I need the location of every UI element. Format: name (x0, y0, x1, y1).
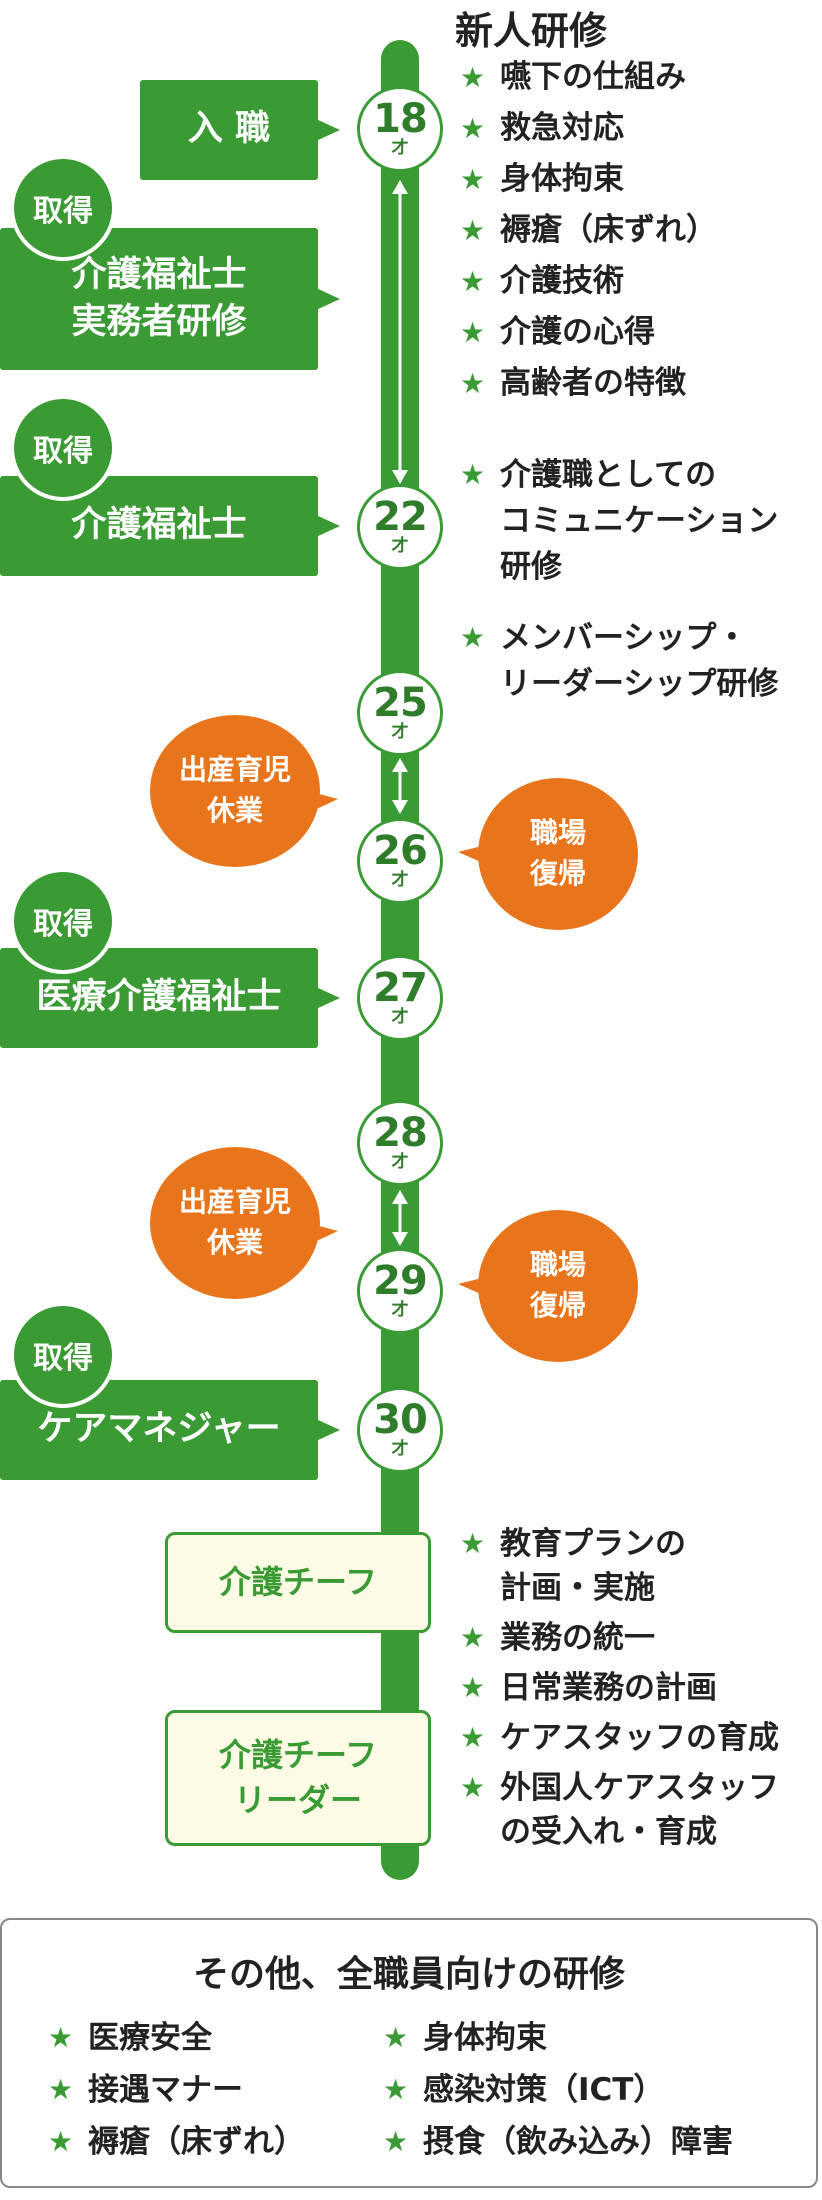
list-item: ★介護技術 (460, 256, 820, 307)
star-icon: ★ (48, 2021, 74, 2054)
return-bubble-1: 職場復帰 (458, 778, 638, 930)
star-icon: ★ (460, 1527, 486, 1560)
list-item: ★介護の心得 (460, 307, 820, 358)
chief-leader-box: 介護チーフリーダー (165, 1710, 431, 1846)
comm-training: ★ 介護職としてのコミュニケーション研修 (460, 452, 820, 590)
star-icon: ★ (383, 2021, 409, 2054)
star-icon: ★ (460, 214, 486, 247)
star-icon: ★ (460, 163, 486, 196)
badge-shutoku-3: 取得 (10, 868, 116, 974)
star-icon: ★ (48, 2125, 74, 2158)
star-icon: ★ (460, 621, 486, 654)
list-item: ★褥瘡（床ずれ） (460, 205, 820, 256)
star-icon: ★ (460, 61, 486, 94)
badge-shutoku-1: 取得 (10, 155, 116, 261)
star-icon: ★ (460, 1771, 486, 1804)
chief-box: 介護チーフ (165, 1532, 431, 1633)
new-training-list: ★嚥下の仕組み ★救急対応 ★身体拘束 ★褥瘡（床ずれ） ★介護技術 ★介護の心… (460, 52, 820, 409)
leave-bubble-1: 出産育児休業 (150, 715, 338, 867)
badge-shutoku-2: 取得 (10, 395, 116, 501)
all-staff-title: その他、全職員向けの研修 (192, 1954, 625, 1995)
all-staff-right: ★身体拘束 ★感染対策（ICT） ★摂食（飲み込み）障害 (383, 2012, 733, 2168)
star-icon: ★ (460, 1721, 486, 1754)
join-box: 入 職 (140, 80, 340, 180)
star-icon: ★ (460, 316, 486, 349)
leave-bubble-2: 出産育児休業 (150, 1147, 338, 1299)
star-icon: ★ (460, 367, 486, 400)
list-item: ★高齢者の特徴 (460, 358, 820, 409)
star-icon: ★ (460, 265, 486, 298)
new-training-title: 新人研修 (455, 9, 608, 53)
star-icon: ★ (460, 112, 486, 145)
all-staff-left: ★医療安全 ★接遇マナー ★褥瘡（床ずれ） (48, 2012, 305, 2168)
star-icon: ★ (460, 1621, 486, 1654)
star-icon: ★ (383, 2125, 409, 2158)
all-staff-box (0, 1918, 818, 2188)
badge-shutoku-4: 取得 (10, 1302, 116, 1408)
list-item: ★救急対応 (460, 103, 820, 154)
list-item: ★身体拘束 (460, 154, 820, 205)
member-training: ★ メンバーシップ・リーダーシップ研修 (460, 615, 820, 707)
star-icon: ★ (460, 458, 486, 491)
star-icon: ★ (460, 1671, 486, 1704)
star-icon: ★ (383, 2073, 409, 2106)
star-icon: ★ (48, 2073, 74, 2106)
chief-duties: ★ 教育プランの計画・実施 ★業務の統一 ★日常業務の計画 ★ケアスタッフの育成… (460, 1522, 820, 1854)
return-bubble-2: 職場復帰 (458, 1210, 638, 1362)
list-item: ★嚥下の仕組み (460, 52, 820, 103)
timeline-arrows (392, 180, 408, 1246)
